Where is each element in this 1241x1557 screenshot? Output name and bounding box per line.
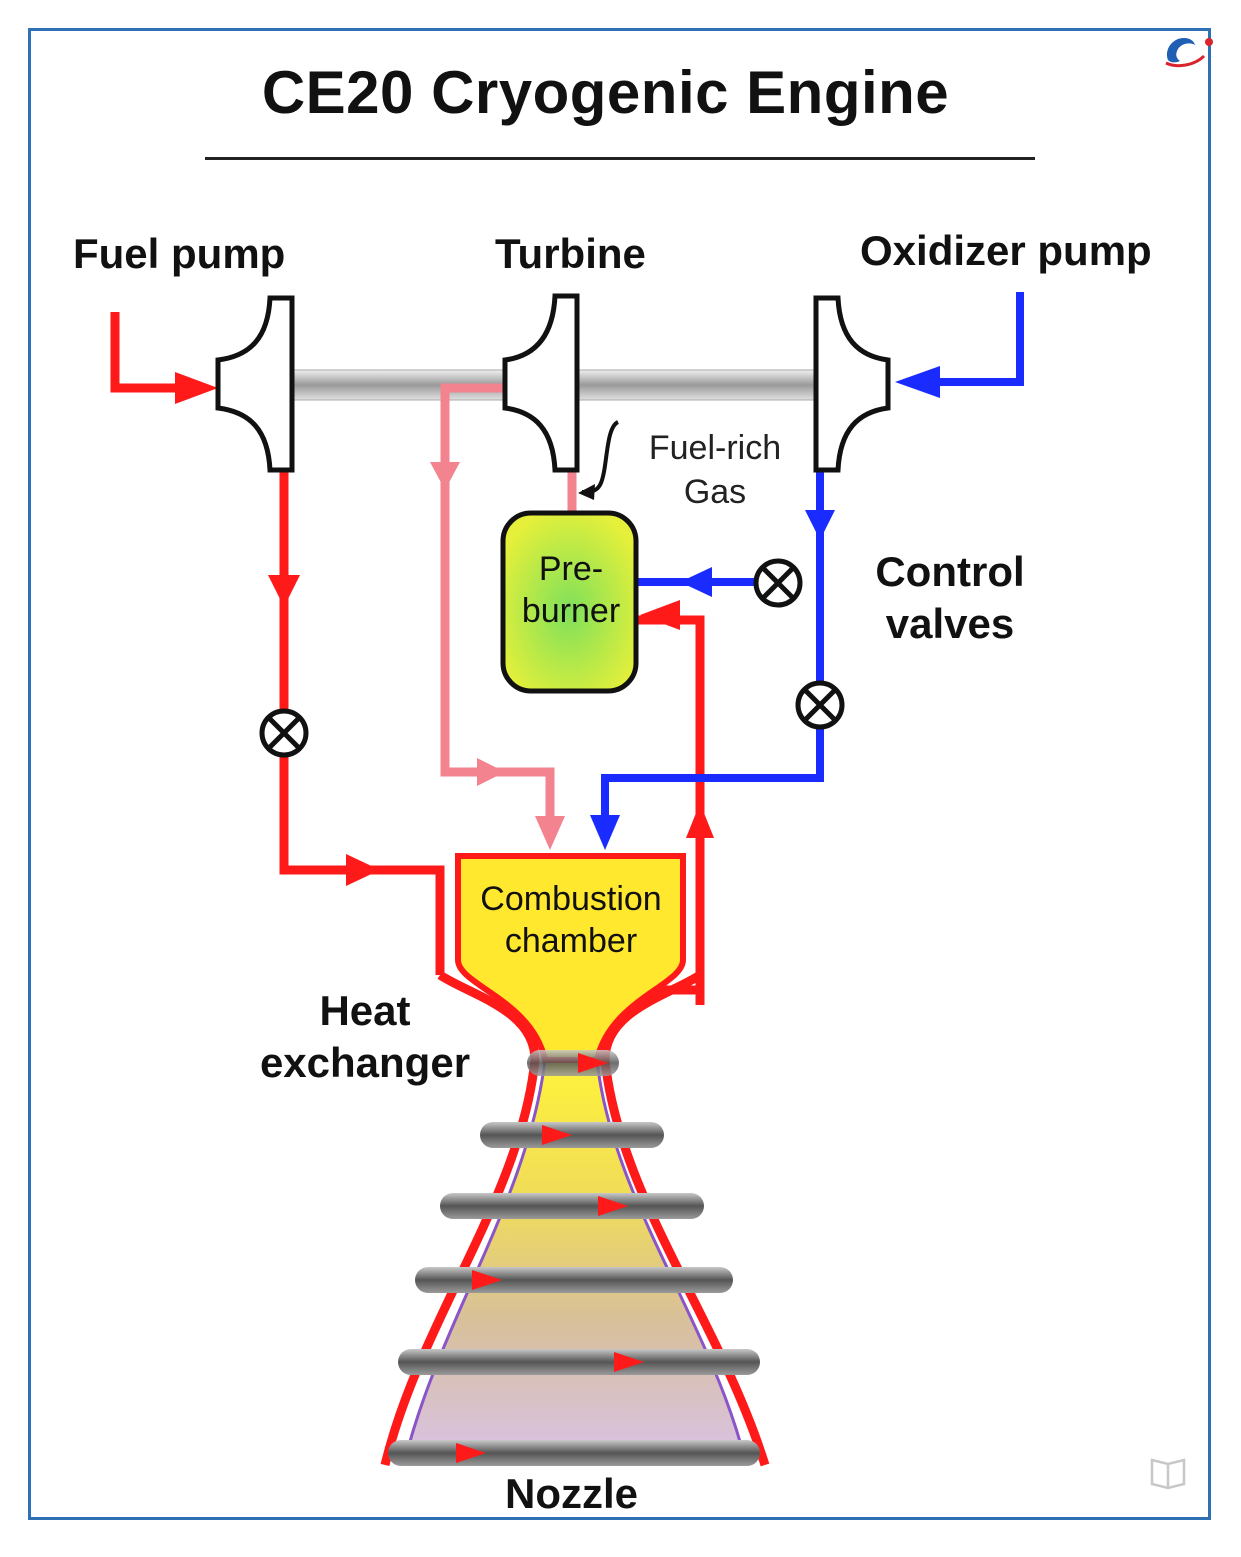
heat-exchanger-bands — [388, 1050, 760, 1466]
preburner-label: Pre- burner — [503, 548, 639, 632]
heat-exchanger-label: Heat exchanger — [240, 985, 490, 1089]
preburner — [500, 510, 639, 694]
fuel-rich-gas-pointer — [581, 420, 620, 494]
pointer-arrowhead — [578, 484, 595, 500]
control-valves-line1: Control — [875, 548, 1025, 595]
control-valves-line2: valves — [885, 600, 1015, 647]
exhaust-arrow-down-1 — [430, 462, 460, 490]
brand-logo-icon — [1165, 38, 1213, 68]
fuel-rich-gas-line2: Gas — [683, 473, 747, 511]
fuel-arrow-right — [346, 854, 380, 886]
ox-arrow-down-2 — [590, 815, 620, 850]
heat-exchanger-line1: Heat — [319, 987, 411, 1034]
page-title: CE20 Cryogenic Engine — [261, 59, 950, 126]
turbine-exhaust-line — [440, 383, 577, 820]
control-valve-preburner — [753, 558, 803, 608]
ox-inlet-arrow — [895, 366, 940, 398]
turbine-impeller — [502, 293, 580, 473]
return-arrow-left — [640, 600, 680, 630]
fuel-pump-impeller — [215, 295, 295, 473]
fuel-arrow-down — [268, 575, 300, 607]
nozzle-body — [403, 1058, 747, 1462]
heat-exchanger-flow-arrows — [456, 1053, 644, 1463]
combustion-chamber-label: Combustion chamber — [458, 878, 684, 962]
ox-arrow-down — [805, 510, 835, 540]
combustion-line2: chamber — [504, 922, 638, 960]
exhaust-arrow-down-2 — [535, 816, 565, 850]
turbine-label: Turbine — [495, 230, 646, 277]
diagram-frame — [28, 28, 1211, 1520]
fuel-rich-gas-line1: Fuel-rich — [648, 429, 782, 467]
heat-exchanger-line2: exchanger — [259, 1039, 471, 1086]
fuel-inlet-arrow — [175, 372, 218, 404]
oxidizer-pump-label: Oxidizer pump — [860, 227, 1152, 274]
control-valve-fuel — [259, 708, 309, 758]
book-icon — [1150, 1458, 1186, 1490]
title-underline — [205, 157, 1035, 160]
control-valves-label: Control valves — [860, 546, 1040, 650]
return-arrow-up — [686, 803, 714, 838]
nozzle-label: Nozzle — [505, 1470, 639, 1517]
fuel-pump-label: Fuel pump — [73, 230, 286, 277]
preburner-line1: Pre- — [538, 550, 604, 588]
fuel-rich-gas-label: Fuel-rich Gas — [620, 426, 810, 514]
ox-arrow-left — [680, 567, 712, 597]
preburner-line2: burner — [521, 592, 621, 630]
oxidizer-pump-impeller — [813, 295, 891, 473]
exhaust-arrow-right — [477, 758, 505, 786]
control-valve-oxidizer — [795, 680, 845, 730]
combustion-line1: Combustion — [480, 880, 662, 918]
